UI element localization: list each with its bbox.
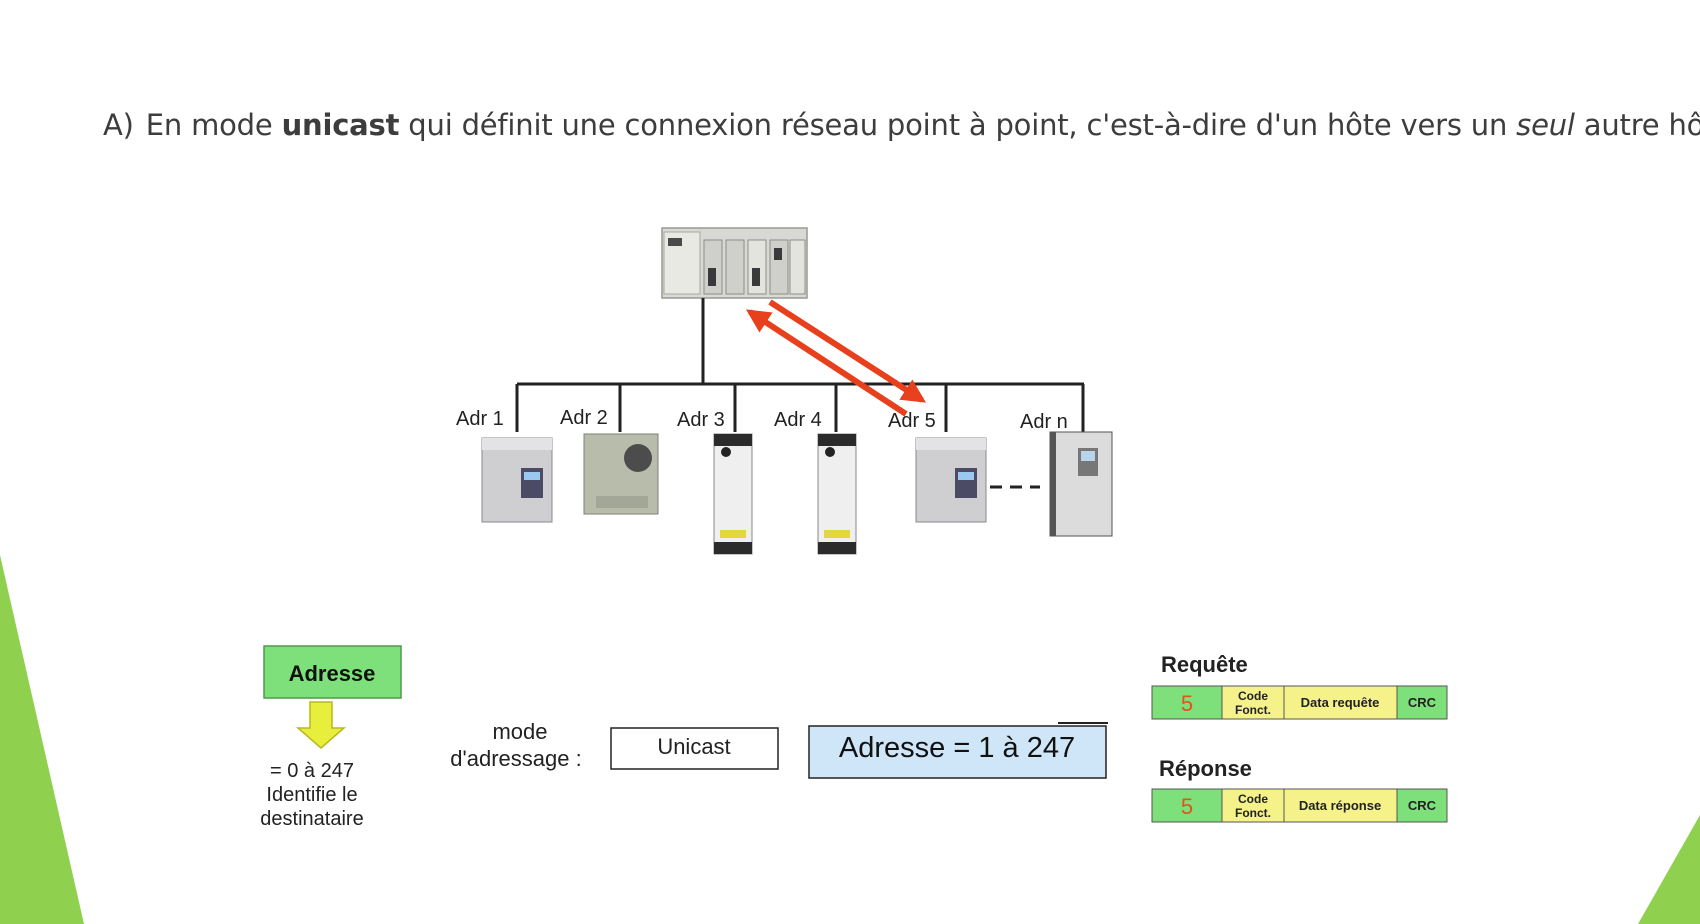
node-label-4: Adr 4 [774,409,822,431]
response-data: Data réponse [1299,798,1381,813]
request-address: 5 [1181,691,1193,716]
response-title: Réponse [1159,756,1252,781]
address-field-box: Adresse [263,645,402,699]
address-range-value: Adresse = 1 à 247 [839,732,1075,764]
identifies-line-2: destinataire [260,808,363,830]
request-title: Requête [1161,652,1248,677]
drive-device-5 [915,437,987,523]
request-crc: CRC [1408,695,1437,710]
unicast-arrows [745,299,927,417]
address-range-box: Adresse = 1 à 247 [808,722,1108,779]
identifies-line-1: Identifie le [266,784,357,806]
title-italic-term: seul [1516,108,1575,142]
down-arrow [295,701,347,749]
response-code-line-1: Code [1238,792,1268,806]
request-frame: 5 Code Fonct. Data requête CRC [1151,685,1448,720]
right-decor-triangle [1638,815,1700,924]
left-decor-triangle [0,555,84,924]
mode-label-line-2: d'adressage : [450,746,581,771]
title-bold-term: unicast [281,108,400,142]
mode-label-line-1: mode [492,719,547,744]
mode-value-box: Unicast [610,727,779,770]
response-address: 5 [1181,794,1193,819]
address-range-text: = 0 à 247 [270,760,354,782]
node-label-5: Adr 5 [888,410,936,432]
motor-starter-device-4 [817,433,857,555]
node-label-3: Adr 3 [677,409,725,431]
node-label-1: Adr 1 [456,408,504,430]
mode-value: Unicast [657,734,730,759]
request-code-line-2: Fonct. [1235,703,1271,717]
starter-device-2 [583,433,659,515]
node-label-n: Adr n [1020,411,1068,433]
response-code-line-2: Fonct. [1235,806,1271,820]
request-data: Data requête [1301,695,1380,710]
drive-device-1 [481,437,553,523]
motor-starter-device-3 [713,433,753,555]
response-frame: 5 Code Fonct. Data réponse CRC [1151,788,1448,823]
title-prefix: A) [103,108,134,142]
title-text-3: autre hôte [1583,108,1700,142]
title-text-2: qui définit une connexion réseau point à… [399,108,1517,142]
drive-device-n [1049,431,1113,537]
slide-title: A) En mode unicast qui définit une connex… [103,108,1700,142]
master-plc [661,227,808,299]
address-field-label: Adresse [289,661,376,686]
title-text-1: En mode [145,108,282,142]
network-bus [515,298,1085,432]
response-crc: CRC [1408,798,1437,813]
request-code-line-1: Code [1238,689,1268,703]
node-label-2: Adr 2 [560,407,608,429]
